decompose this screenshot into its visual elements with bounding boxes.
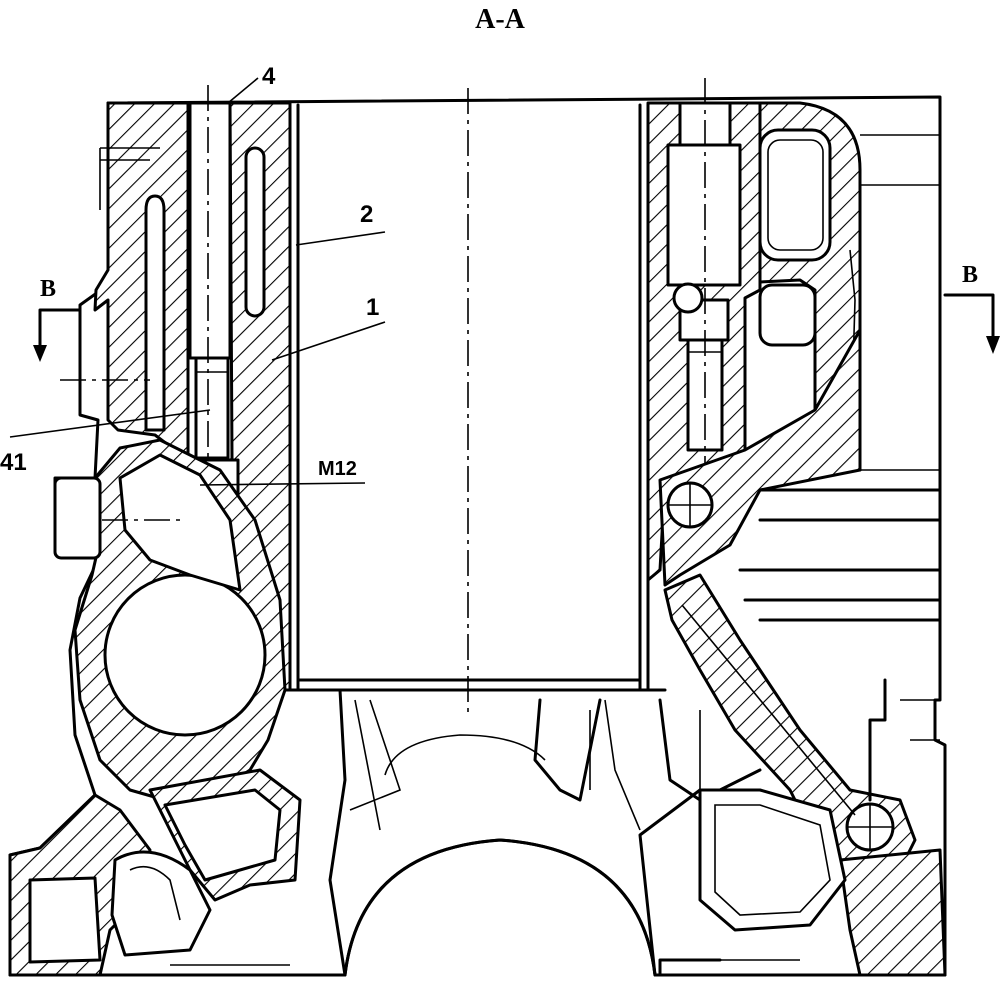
svg-text:B: B	[962, 262, 978, 288]
left-jacket-slot	[144, 194, 166, 432]
callout-2: 2	[295, 201, 386, 246]
svg-text:1: 1	[366, 294, 379, 321]
callout-4: 4	[227, 63, 276, 104]
svg-text:41: 41	[0, 449, 27, 476]
right-bolt-bore	[666, 78, 742, 470]
svg-text:M12: M12	[318, 458, 357, 480]
section-title: A-A	[475, 4, 526, 35]
svg-text:2: 2	[360, 201, 373, 228]
callout-1: 1	[271, 294, 386, 361]
main-bearing-bulkhead	[170, 698, 800, 977]
section-mark-left: B	[33, 276, 82, 362]
cylinder-liner	[288, 88, 667, 712]
callout-41: 41	[0, 409, 211, 476]
callout-m12: M12	[199, 458, 366, 486]
svg-text:B: B	[40, 276, 56, 302]
left-slot	[244, 146, 266, 318]
left-lower-section	[53, 438, 287, 802]
section-mark-right: B	[943, 262, 1000, 354]
right-lower-structure	[638, 488, 947, 977]
svg-text:4: 4	[262, 63, 276, 90]
